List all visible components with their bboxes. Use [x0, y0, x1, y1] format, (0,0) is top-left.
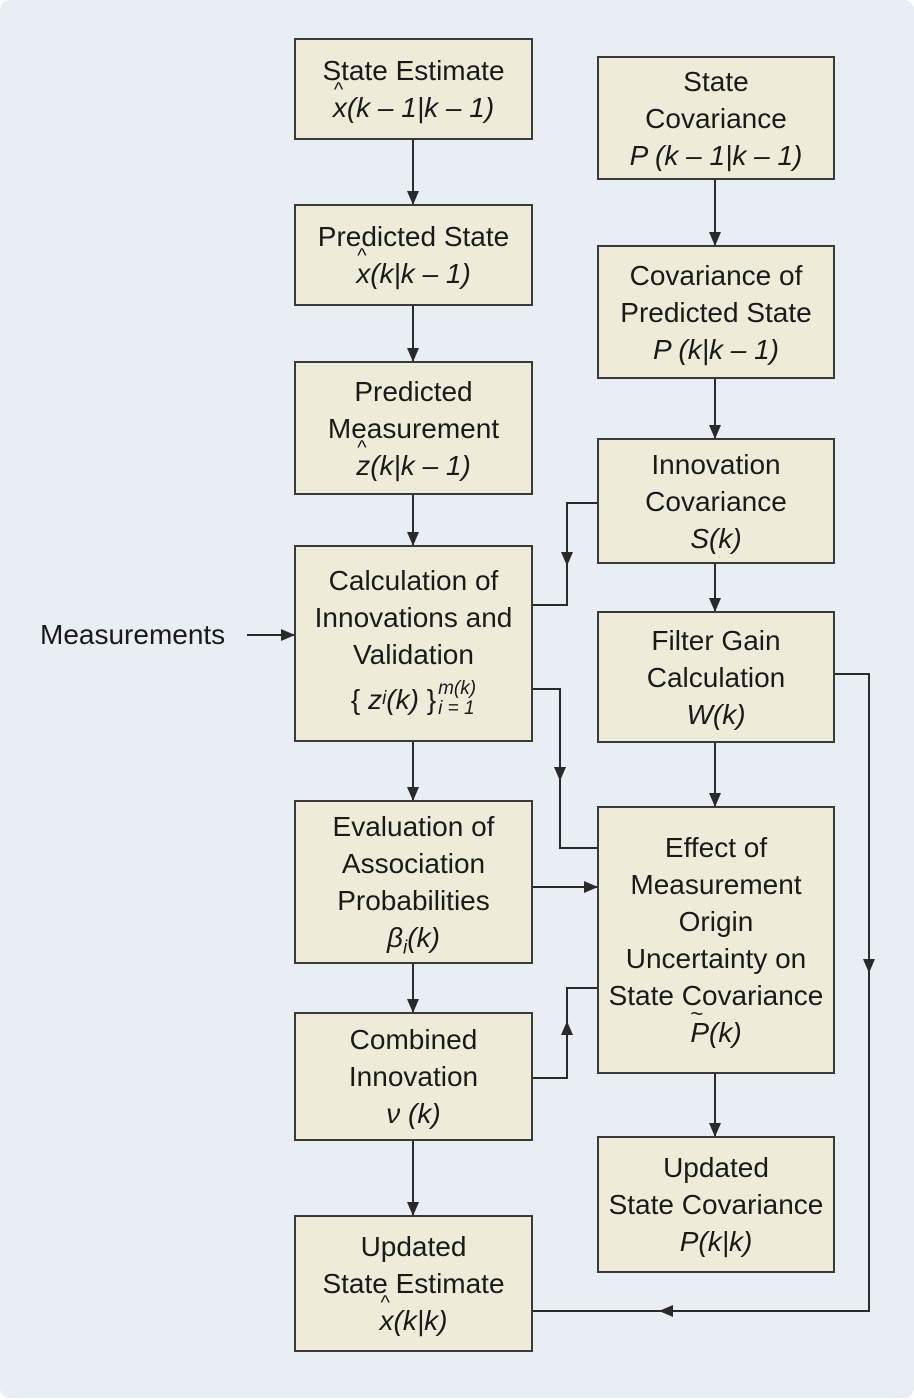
updated-state-line1: Updated: [360, 1231, 467, 1262]
filter-gain-formula: W(k): [686, 698, 746, 730]
state-covariance-line2: Covariance: [645, 102, 787, 134]
origin-line4: Uncertainty on: [625, 943, 807, 974]
origin-line5: State Covariance: [608, 980, 824, 1011]
predicted-covariance-box: Covariance of Predicted State P (k|k – 1…: [597, 245, 835, 379]
innovations-validation-box: Calculation of Innovations and Validatio…: [294, 545, 533, 742]
association-line1: Evaluation of: [332, 811, 495, 842]
updated-cov-formula: P(k|k): [679, 1226, 753, 1257]
innovation-cov-line1: Innovation: [651, 448, 781, 480]
predicted-state-formula: x(k|k – 1): [356, 238, 471, 292]
predicted-state-title: Predicted State: [317, 221, 510, 252]
state-covariance-formula: P (k – 1|k – 1): [629, 139, 803, 171]
predicted-measurement-line2: Measurement: [327, 412, 500, 444]
innovations-line3: Validation: [353, 639, 474, 670]
wire-innovations-to-origin: [533, 688, 597, 849]
innovation-covariance-box: Innovation Covariance S(k): [597, 438, 835, 564]
updated-cov-line1: Updated: [663, 1152, 769, 1183]
predicted-cov-formula: P (k|k – 1): [652, 333, 780, 365]
combined-line1: Combined: [349, 1024, 478, 1055]
predicted-cov-line1: Covariance of: [629, 259, 803, 291]
innovation-cov-line2: Covariance: [645, 485, 787, 517]
predicted-measurement-formula: z(k|k – 1): [356, 430, 471, 484]
wire-innovation-cov-to-innovations: [533, 502, 597, 606]
association-box: Evaluation of Association Probabilities …: [294, 800, 533, 964]
innovations-line2: Innovations and: [314, 602, 513, 633]
state-covariance-box: State Covariance P (k – 1|k – 1): [597, 56, 835, 180]
association-formula: βi(k): [387, 922, 440, 959]
innovation-cov-formula: S(k): [690, 522, 742, 554]
updated-cov-line2: State Covariance: [608, 1189, 824, 1220]
predicted-measurement-box: Predicted Measurement z(k|k – 1): [294, 361, 533, 495]
origin-uncertainty-box: Effect of Measurement Origin Uncertainty…: [597, 806, 835, 1074]
measurements-label: Measurements: [40, 619, 226, 650]
updated-covariance-box: Updated State Covariance P(k|k): [597, 1136, 835, 1273]
origin-line2: Measurement: [630, 869, 802, 900]
updated-state-line2: State Estimate: [322, 1268, 505, 1299]
wire-combined-to-origin: [533, 987, 597, 1079]
origin-formula: P(k): [690, 995, 741, 1051]
combined-formula: ν (k): [386, 1098, 441, 1129]
predicted-measurement-line1: Predicted: [354, 375, 473, 407]
combined-innovation-box: Combined Innovation ν (k): [294, 1012, 533, 1141]
association-line2: Association: [341, 848, 486, 879]
innovations-line1: Calculation of: [328, 565, 499, 596]
updated-state-formula: x(k|k): [380, 1285, 448, 1339]
state-covariance-line1: State: [683, 65, 749, 97]
predicted-cov-line2: Predicted State: [620, 296, 812, 328]
filter-gain-line1: Filter Gain: [651, 624, 781, 656]
predicted-state-box: Predicted State x(k|k – 1): [294, 204, 533, 306]
origin-line3: Origin: [678, 906, 754, 937]
state-estimate-box: State Estimate x(k – 1|k – 1): [294, 38, 533, 140]
filter-gain-box: Filter Gain Calculation W(k): [597, 611, 835, 743]
combined-line2: Innovation: [348, 1061, 479, 1092]
origin-line1: Effect of: [664, 832, 768, 863]
filter-gain-line2: Calculation: [646, 661, 786, 693]
state-estimate-title: State Estimate: [322, 55, 505, 86]
state-estimate-formula: x(k – 1|k – 1): [333, 72, 494, 126]
updated-state-box: Updated State Estimate x(k|k): [294, 1215, 533, 1352]
association-line3: Probabilities: [337, 885, 490, 916]
